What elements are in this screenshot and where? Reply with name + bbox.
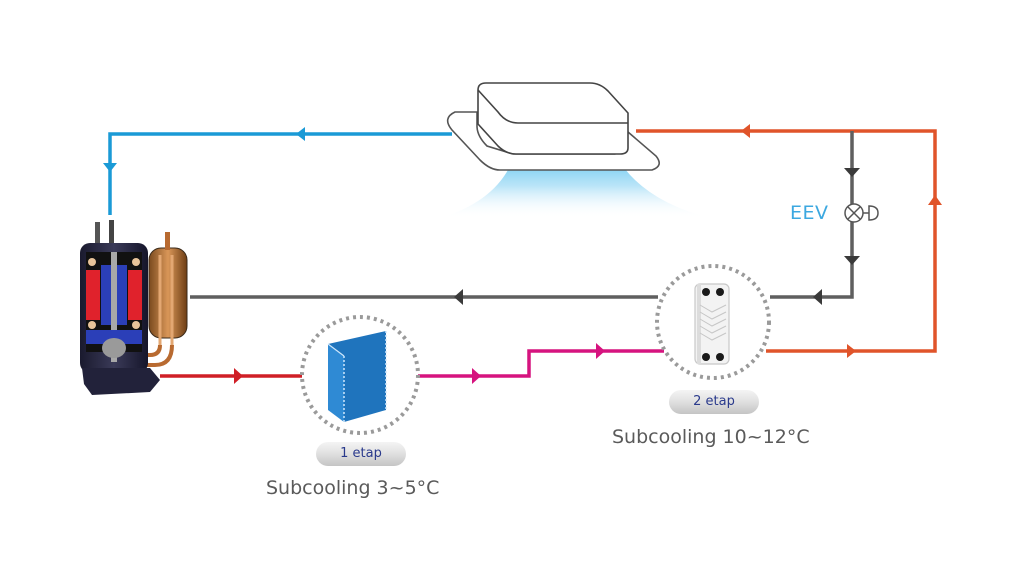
stage2-exchanger (655, 264, 771, 380)
airflow-cone (440, 154, 710, 218)
stage2-badge: 2 etap (669, 390, 759, 414)
subcooling-coil-icon (327, 331, 387, 422)
intermediate-line (418, 343, 664, 384)
flow-arrow (596, 343, 605, 359)
eev-valve-icon (844, 203, 879, 223)
flow-arrow (472, 368, 481, 384)
stage1-subcooler (300, 315, 420, 435)
stage1-caption: Subcooling 3~5°C (266, 477, 440, 499)
flow-arrow (847, 344, 856, 358)
indoor-unit (446, 82, 660, 171)
flow-arrow (296, 127, 305, 141)
flow-arrow (103, 163, 117, 172)
flow-arrow (454, 289, 463, 305)
compressor-icon (80, 220, 188, 395)
flow-arrow (813, 289, 822, 305)
flow-arrow (234, 368, 243, 384)
liquid-line (636, 124, 942, 358)
discharge-line (160, 368, 302, 384)
flow-arrow (928, 195, 942, 205)
flow-arrow (844, 168, 860, 177)
suction-line (103, 127, 452, 215)
stage1-badge: 1 etap (316, 442, 406, 466)
eev-label: EEV (790, 202, 829, 224)
plate-heat-exchanger-icon (694, 283, 730, 365)
vapor-return-line (190, 131, 860, 305)
flow-arrow (844, 256, 860, 265)
stage2-caption: Subcooling 10~12°C (612, 426, 810, 448)
flow-arrow (741, 124, 750, 138)
